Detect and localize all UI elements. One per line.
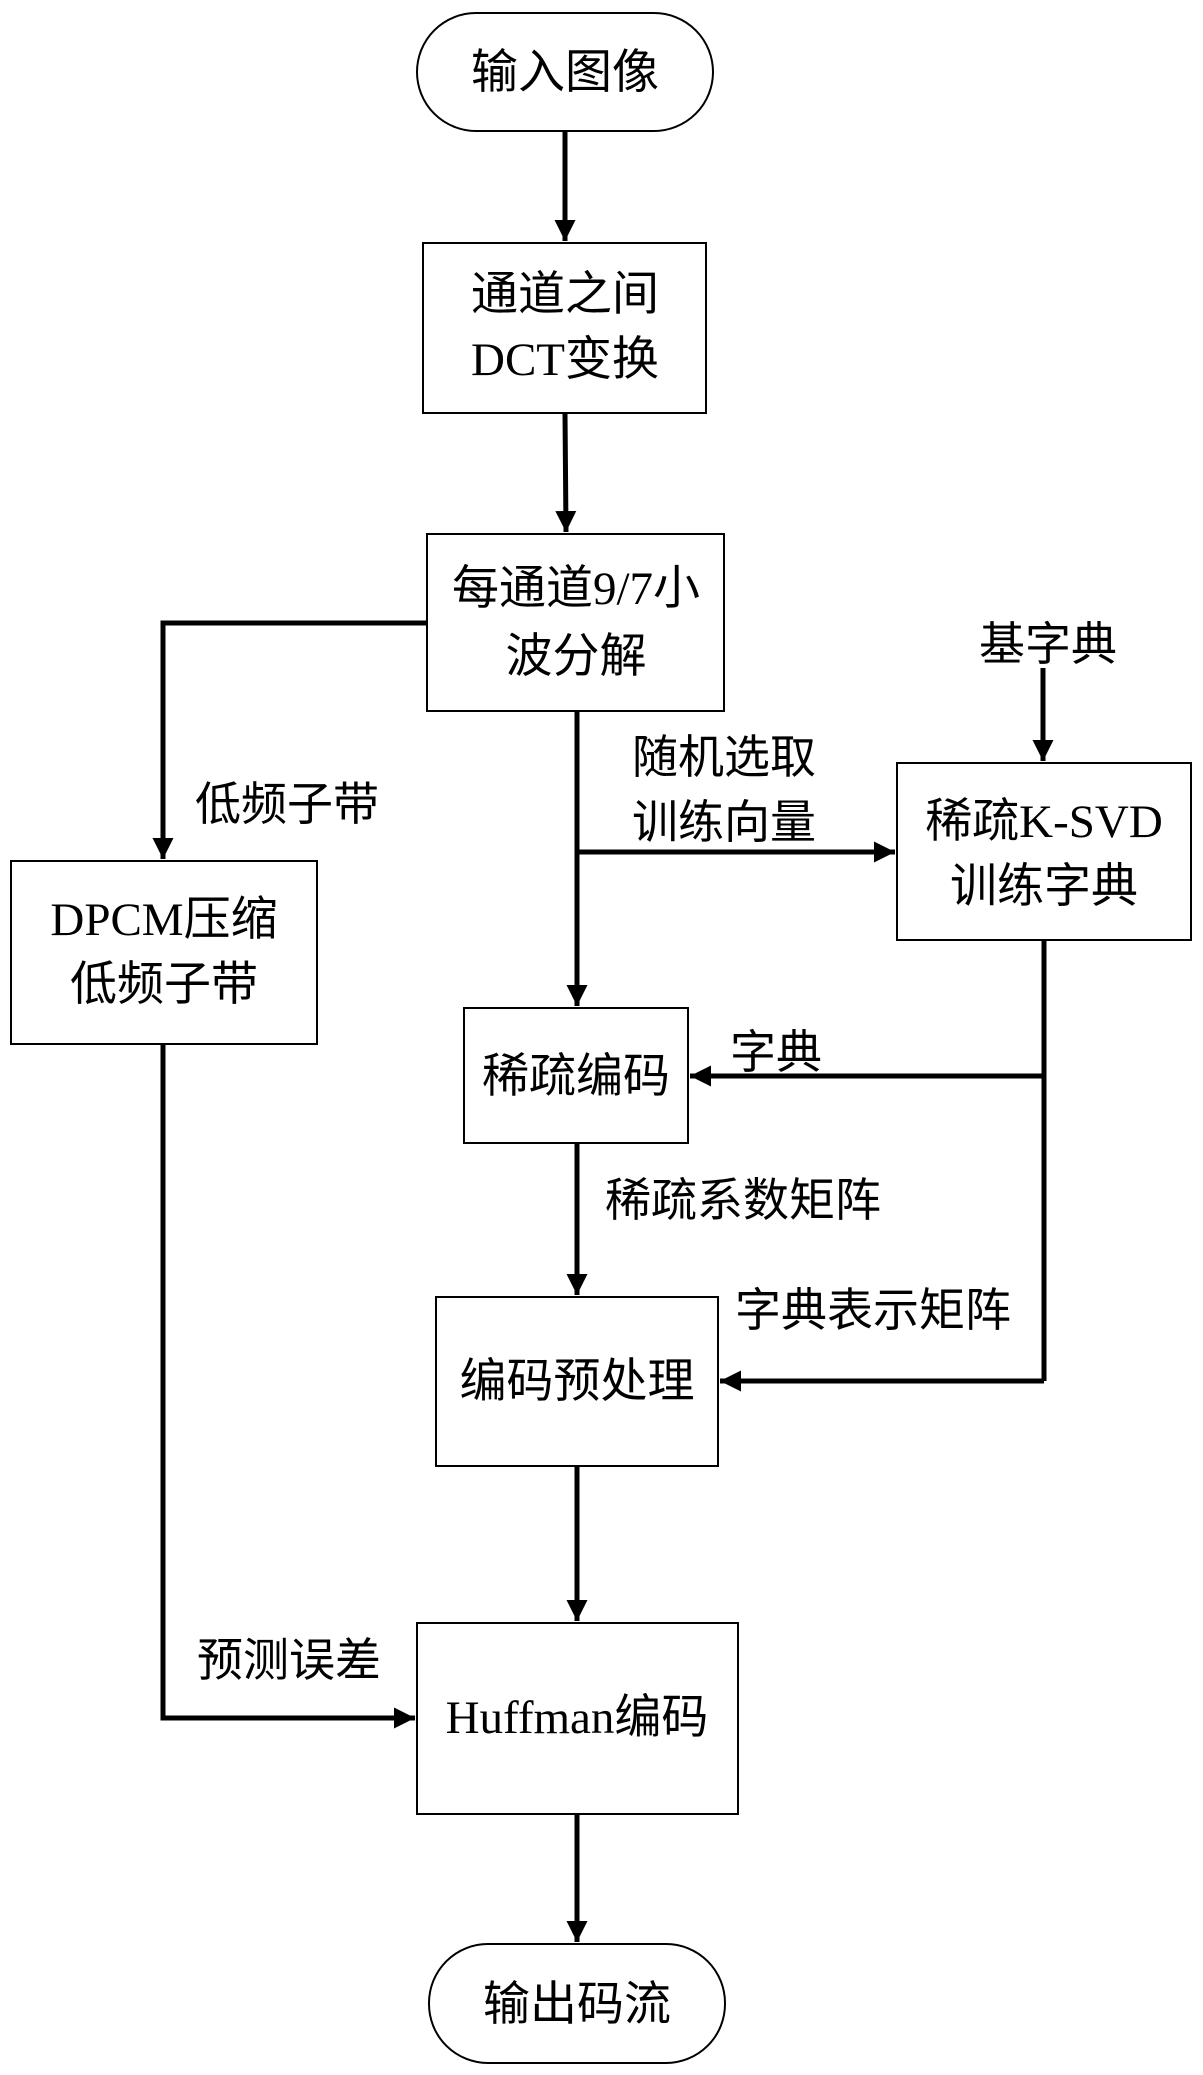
label-low-frequency-subband: 低频子带 xyxy=(195,779,379,830)
node-huffman-coding: Huffman编码 xyxy=(416,1622,739,1815)
node-wavelet-decomposition: 每通道9/7小 波分解 xyxy=(426,533,725,712)
node-sparse-coding-label: 稀疏编码 xyxy=(482,1051,670,1103)
edge-wavelet-to-dpcm xyxy=(152,620,427,859)
node-ksvd-line-2: 训练字典 xyxy=(950,861,1138,913)
label-random-select-line-1: 随机选取 xyxy=(632,732,816,783)
node-input-image-label: 输入图像 xyxy=(471,47,659,99)
node-ksvd-line-1: 稀疏K-SVD xyxy=(925,796,1163,848)
node-output-label: 输出码流 xyxy=(483,1979,671,2031)
node-dct-line-2: DCT变换 xyxy=(471,334,659,386)
node-dpcm-compression: DPCM压缩 低频子带 xyxy=(10,860,318,1045)
node-output-bitstream: 输出码流 xyxy=(428,1943,726,2064)
node-ksvd-dictionary-training: 稀疏K-SVD 训练字典 xyxy=(896,762,1192,941)
node-dpcm-line-1: DPCM压缩 xyxy=(50,894,277,946)
node-input-image: 输入图像 xyxy=(416,12,714,132)
node-sparse-coding: 稀疏编码 xyxy=(463,1007,689,1144)
label-dictionary-representation-matrix: 字典表示矩阵 xyxy=(735,1285,1011,1336)
label-random-select-line-2: 训练向量 xyxy=(632,797,816,848)
edge-dpcm-to-huffman xyxy=(160,1044,415,1729)
label-dictionary: 字典 xyxy=(730,1027,822,1078)
node-dpcm-line-2: 低频子带 xyxy=(70,959,258,1011)
node-preprocess-label: 编码预处理 xyxy=(460,1356,695,1408)
node-wavelet-line-1: 每通道9/7小 xyxy=(452,563,700,615)
node-huffman-label: Huffman编码 xyxy=(446,1692,709,1744)
node-wavelet-line-2: 波分解 xyxy=(506,631,647,683)
node-coding-preprocess: 编码预处理 xyxy=(435,1296,719,1467)
label-sparse-coefficient-matrix: 稀疏系数矩阵 xyxy=(605,1175,881,1226)
label-prediction-error: 预测误差 xyxy=(197,1635,381,1686)
label-base-dictionary: 基字典 xyxy=(979,619,1117,670)
edge-dct-to-wavelet xyxy=(555,412,577,533)
node-dct-line-1: 通道之间 xyxy=(471,269,659,321)
node-dct-transform: 通道之间 DCT变换 xyxy=(422,242,707,414)
